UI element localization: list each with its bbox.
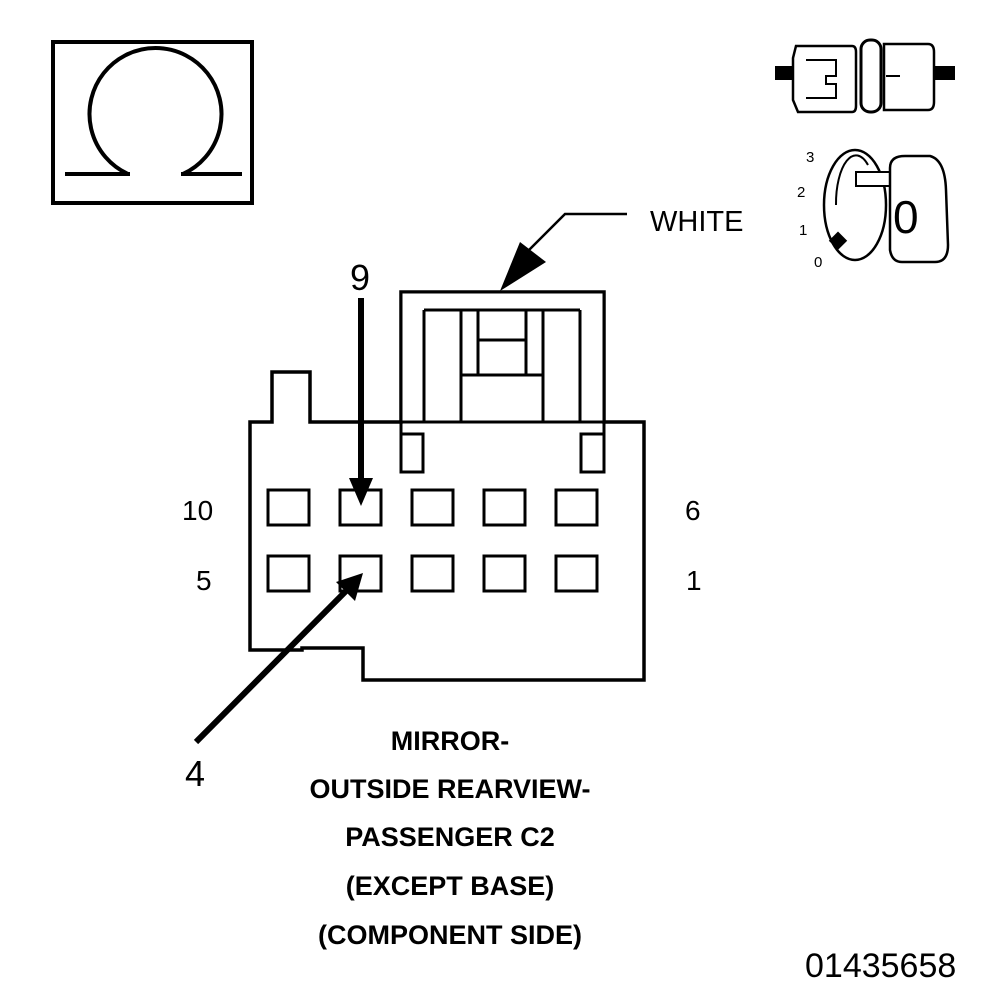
callout-arrow-pin-4 [193,573,363,745]
ignition-key-position-2: 2 [797,184,806,201]
ignition-key-position-0: 0 [814,254,823,271]
figure-id: 01435658 [805,947,957,985]
pin-cavities [266,488,599,593]
pin-cavity-10 [266,488,311,527]
row-label-top-left: 10 [182,495,214,526]
callout-label-pin-9: 9 [350,257,371,298]
connector-title-line-5: (COMPONENT SIDE) [317,920,582,950]
ignition-key-label: 0 [893,191,919,243]
pin-cavity-7 [482,488,527,527]
row-label-bottom-right: 1 [686,565,702,596]
pin-cavity-6 [554,488,599,527]
row-label-bottom-left: 5 [196,565,212,596]
pin-cavity-8 [410,488,455,527]
callout-arrow-pin-9 [349,298,373,506]
pin-cavity-5 [266,554,311,593]
color-leader [500,212,627,291]
ignition-key-position-3: 3 [806,149,815,166]
locking-tab [399,290,606,474]
ignition-key-position-1: 1 [799,222,808,239]
connector-title-line-3: PASSENGER C2 [345,822,555,852]
connector-title-line-2: OUTSIDE REARVIEW- [309,774,591,804]
ohmmeter-icon [51,40,254,205]
connector-title-line-1: MIRROR- [390,726,510,756]
pin-cavity-2 [482,554,527,593]
connector-title-line-4: (EXCEPT BASE) [345,871,555,901]
disconnect-connector-icon [775,38,955,114]
pin-cavity-1 [554,554,599,593]
callout-label-pin-4: 4 [185,753,206,794]
connector-color-label: WHITE [650,206,744,238]
ignition-off-icon [822,148,950,264]
pin-cavity-3 [410,554,455,593]
row-label-top-right: 6 [685,495,701,526]
